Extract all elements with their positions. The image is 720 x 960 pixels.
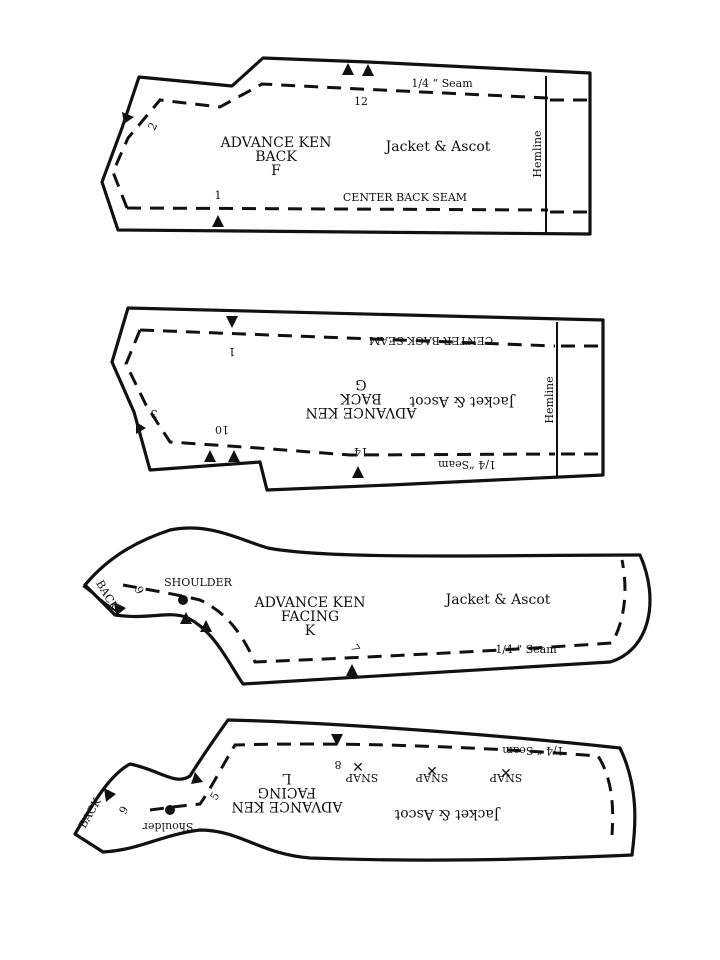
snap-label: SNAP [415,771,448,784]
piece-outline [83,526,652,686]
back-fold-line [82,585,118,613]
seam-label: 1/4 “ Seam [502,744,564,757]
notch-marker [228,450,240,462]
center-back-seam-label: CENTER BACK SEAM [343,191,467,204]
notch-marker [136,422,146,434]
pattern-piece-back-g: ADVANCE KEN BACK G Jacket & Ascot 1/4 “S… [110,306,605,492]
seam-allowance-line [124,329,556,457]
piece-title-line2: FACING [258,784,316,800]
piece-title-line1: ADVANCE KEN [232,798,344,814]
notch-number: 1 [215,189,222,202]
seam-allowance-line [139,328,556,348]
notch-marker [352,466,364,478]
notch-marker [200,620,212,632]
pattern-piece-facing-k: SHOULDER ADVANCE KEN FACING K Jacket & A… [82,526,652,686]
seam-label: 1/4 “ Seam [495,643,557,656]
snap-mark: ✕ [352,760,364,776]
piece-code: L [282,770,291,786]
notch-number: 3 [151,407,158,420]
piece-outline [73,718,637,862]
piece-code: K [305,623,316,639]
piece-title-line2: BACK [340,390,382,406]
pattern-piece-back-f: ADVANCE KEN BACK F Jacket & Ascot 1/4 “ … [100,56,592,236]
garment-label: Jacket & Ascot [444,592,551,608]
notch-marker [362,64,374,76]
notch-marker [226,316,238,328]
notch-number: 10 [215,423,229,436]
notch-marker [104,788,116,802]
notch-number: 1 [229,345,236,358]
notch-marker [204,450,216,462]
hemline-label: Hemline [531,130,544,177]
snap-label: SNAP [489,771,522,784]
piece-outline [100,56,592,236]
shoulder-dot [165,805,175,815]
notch-marker [331,734,343,746]
shoulder-label: SHOULDER [164,576,233,589]
notch-number: 12 [354,95,368,108]
notch-number: 14 [354,445,368,458]
snap-label: SNAP [345,771,378,784]
piece-title-line1: ADVANCE KEN [306,404,418,420]
piece-outline [110,306,605,492]
notch-marker [346,664,358,676]
garment-label: Jacket & Ascot [394,806,501,822]
notch-marker [212,215,224,227]
garment-label: Jacket & Ascot [409,393,516,409]
center-back-seam-label: CENTER BACK SEAM [369,334,493,347]
piece-title-line1: ADVANCE KEN [220,135,332,151]
notch-marker [122,112,134,124]
hemline-label: Hemline [543,376,556,423]
snap-mark: ✕ [500,766,512,782]
garment-label: Jacket & Ascot [384,139,491,155]
notch-marker [191,772,203,784]
pattern-piece-facing-l: ✕ ✕ ✕ ADVANCE KEN FACING L Jacket & Asco… [73,718,637,862]
piece-title-line2: FACING [281,609,339,625]
notch-number: 8 [335,758,342,771]
shoulder-dot [178,595,188,605]
seam-allowance-line [126,206,549,212]
notch-marker [114,602,126,616]
piece-title-line2: BACK [255,149,297,165]
piece-code: G [355,376,366,392]
piece-code: F [271,163,281,179]
snap-mark: ✕ [426,764,438,780]
back-fold-line [74,833,105,853]
shoulder-label: Shoulder [142,820,193,833]
notch-marker [180,612,192,624]
piece-title-line1: ADVANCE KEN [254,595,366,611]
seam-label: 1/4 “ Seam [411,77,473,90]
seam-label: 1/4 “Seam [438,458,496,471]
seam-allowance-line [122,559,627,664]
seam-allowance-line [149,742,615,836]
notch-marker [342,63,354,75]
